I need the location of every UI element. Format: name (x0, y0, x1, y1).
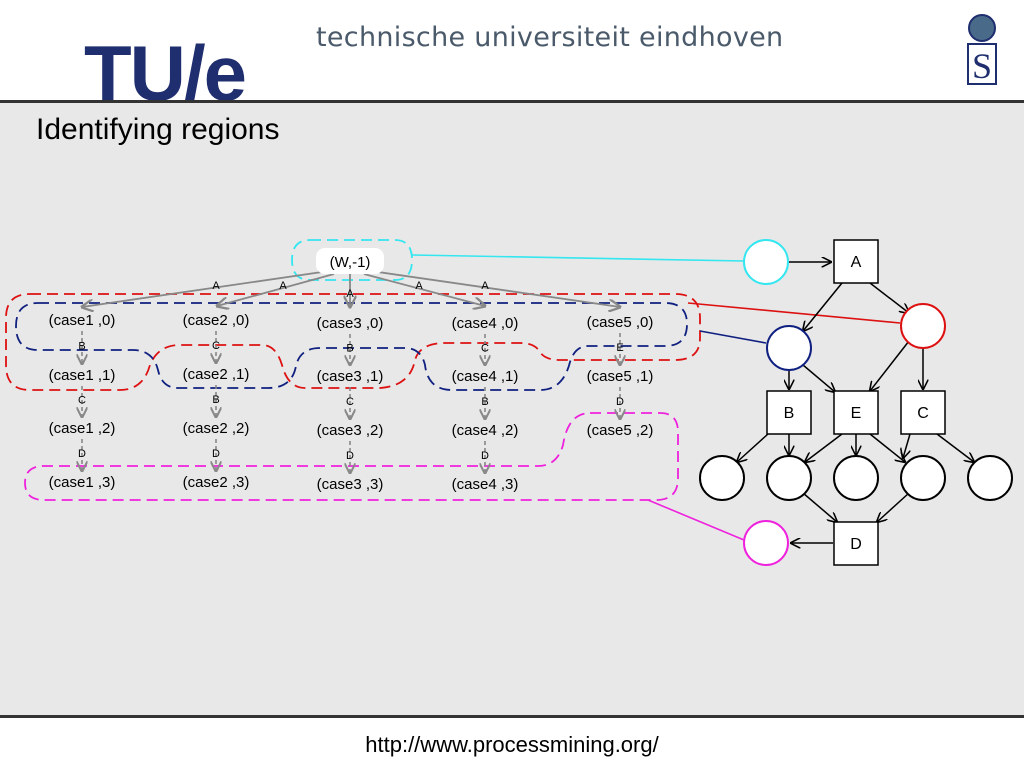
tue-logo-text: TU/e (84, 29, 245, 114)
state-case2-3: (case2 ,3) (183, 474, 250, 491)
state-case5-1: (case5 ,1) (587, 368, 654, 385)
step-label: C (346, 396, 354, 408)
step-label: B (78, 341, 85, 353)
edge-root-case2 (217, 273, 335, 306)
step-label: B (481, 396, 488, 408)
state-case1-0: (case1 ,0) (49, 312, 116, 329)
university-name: technische universiteit eindhoven (316, 22, 784, 53)
place-out-c2 (967, 455, 1013, 501)
slide-title: Identifying regions (36, 113, 280, 146)
edge-root-case1 (82, 271, 323, 307)
step-label: C (481, 343, 489, 355)
header-divider (0, 100, 1024, 103)
petri-arcs (737, 262, 974, 543)
transition-label-d: D (850, 536, 862, 553)
place-out-e (833, 455, 879, 501)
state-case2-0: (case2 ,0) (183, 312, 250, 329)
transition-b (766, 390, 812, 435)
connector-navy (699, 330, 767, 344)
region-outline-cyan (291, 239, 413, 281)
step-label: B (346, 343, 353, 355)
tue-seal-icon: S (967, 14, 997, 86)
transition-e (833, 390, 879, 435)
edge-root-case5 (377, 271, 620, 307)
tue-logo: TU/e (84, 29, 247, 114)
transition-label-a: A (851, 254, 862, 271)
place-out-b2 (766, 455, 812, 501)
state-case4-0: (case4 ,0) (452, 315, 519, 332)
place-cyan (743, 239, 789, 285)
step-label: D (346, 450, 354, 462)
state-case3-3: (case3 ,3) (317, 476, 384, 493)
place-red (900, 303, 946, 349)
transition-label-c: C (917, 405, 929, 422)
transition-a (833, 239, 879, 284)
state-case2-1: (case2 ,1) (183, 366, 250, 383)
state-case1-2: (case1 ,2) (49, 420, 116, 437)
step-label: D (212, 448, 220, 460)
state-labels: (case1 ,0) (case1 ,1) (case1 ,2) (case1 … (49, 312, 654, 493)
state-case5-0: (case5 ,0) (587, 314, 654, 331)
root-edge-label: A (346, 288, 354, 300)
region-outline-magenta (24, 412, 679, 501)
state-case4-3: (case4 ,3) (452, 476, 519, 493)
place-navy (766, 325, 812, 371)
petri-places (699, 239, 1013, 566)
root-edge-label: A (212, 280, 220, 292)
state-case2-2: (case2 ,2) (183, 420, 250, 437)
place-out-c1 (900, 455, 946, 501)
root-state-box (316, 248, 384, 274)
region-connectors (411, 254, 901, 541)
connector-cyan (411, 254, 745, 262)
petri-transitions (766, 239, 946, 566)
state-case3-0: (case3 ,0) (317, 315, 384, 332)
root-edge-label: A (415, 280, 423, 292)
connector-red (687, 302, 901, 324)
transition-d (833, 521, 879, 566)
transition-label-e: E (851, 405, 862, 422)
step-label: D (78, 448, 86, 460)
step-label: D (481, 450, 489, 462)
step-labels: B C D C B D B C D C B D E D (78, 340, 624, 462)
step-edges (82, 331, 620, 473)
state-case4-1: (case4 ,1) (452, 368, 519, 385)
region-outline-navy (15, 302, 688, 391)
state-case5-2: (case5 ,2) (587, 422, 654, 439)
state-case1-1: (case1 ,1) (49, 367, 116, 384)
place-out-b1 (699, 455, 745, 501)
region-outlines (5, 239, 701, 501)
state-case4-2: (case4 ,2) (452, 422, 519, 439)
step-label: C (212, 340, 220, 352)
root-edges (82, 271, 620, 307)
transition-label-b: B (784, 405, 795, 422)
seal-letter: S (972, 46, 992, 86)
edge-root-case4 (363, 273, 485, 306)
state-case1-3: (case1 ,3) (49, 474, 116, 491)
petri-transition-labels: A B E C D (784, 254, 929, 553)
transition-c (900, 390, 946, 435)
step-label: C (78, 395, 86, 407)
state-case3-1: (case3 ,1) (317, 368, 384, 385)
step-label: D (616, 396, 624, 408)
root-edge-labels: A A A A A (212, 280, 489, 300)
root-state-label: (W,-1) (330, 254, 371, 271)
petri-net: A B E C D (699, 239, 1013, 566)
footer-url[interactable]: http://www.processmining.org/ (365, 732, 659, 757)
step-label: B (212, 394, 219, 406)
state-case3-2: (case3 ,2) (317, 422, 384, 439)
slide-footer (0, 718, 1024, 768)
root-edge-label: A (481, 280, 489, 292)
region-outline-red (5, 293, 701, 391)
footer-divider (0, 715, 1024, 718)
place-magenta (743, 520, 789, 566)
step-label: E (616, 342, 623, 354)
root-edge-label: A (279, 280, 287, 292)
connector-magenta (647, 499, 745, 541)
slide-header (0, 0, 1024, 100)
